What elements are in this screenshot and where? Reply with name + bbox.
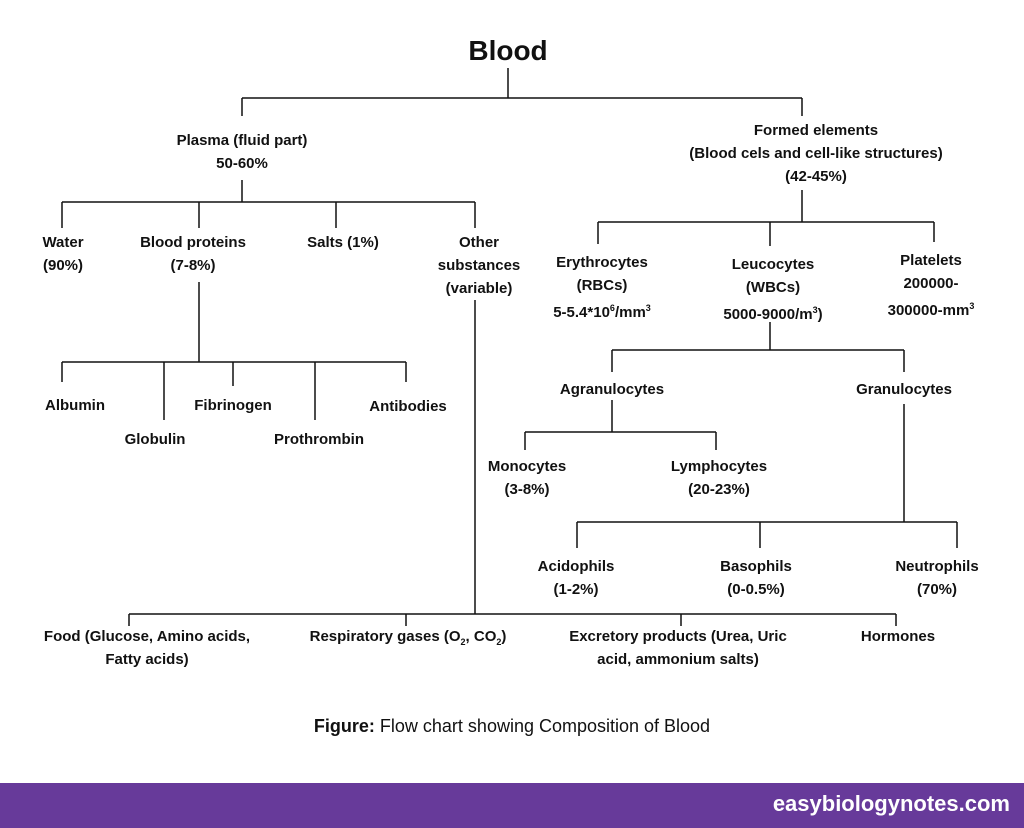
plasma-node: Plasma (fluid part)50-60% [176, 132, 308, 172]
lymphocytes-node: Lymphocytes(20-23%) [670, 458, 768, 498]
albumin-node: Albumin [45, 397, 105, 414]
acidophils-node: Acidophils(1-2%) [537, 558, 615, 598]
blood-proteins-node: Blood proteins(7-8%) [140, 234, 246, 274]
monocytes-node: Monocytes(3-8%) [487, 458, 567, 498]
caption-label: Figure: [313, 716, 375, 736]
agranulocytes-node: Agranulocytes [559, 381, 665, 398]
globulin-node: Globulin [124, 431, 186, 448]
neutrophils-node: Neutrophils(70%) [895, 558, 979, 598]
granulocytes-node: Granulocytes [856, 381, 952, 398]
blood-title: Blood [468, 35, 548, 66]
leucocytes-node: Leucocytes(WBCs) 5000-9000/m3) [723, 256, 823, 323]
fibrinogen-node: Fibrinogen [194, 397, 272, 414]
salts-node: Salts (1%) [307, 234, 379, 251]
respiratory-gases-node: Respiratory gases (O2, CO2) [309, 628, 507, 647]
footer-bar: easybiologynotes.com [0, 783, 1024, 828]
food-node: Food (Glucose, Amino acids,Fatty acids) [43, 628, 251, 668]
footer-site-name: easybiologynotes.com [772, 791, 1010, 816]
erythrocytes-node: Erythrocytes(RBCs) 5-5.4*106/mm3 [553, 254, 651, 321]
antibodies-node: Antibodies [369, 398, 447, 415]
figure-caption: Figure: Flow chart showing Composition o… [0, 716, 1024, 737]
basophils-node: Basophils(0-0.5%) [720, 558, 792, 598]
hormones-node: Hormones [860, 628, 936, 645]
water-node: Water(90%) [42, 234, 84, 274]
caption-text: Flow chart showing Composition of Blood [374, 716, 711, 736]
formed-elements-node: Formed elements(Blood cels and cell-like… [689, 122, 943, 185]
prothrombin-node: Prothrombin [274, 431, 364, 448]
